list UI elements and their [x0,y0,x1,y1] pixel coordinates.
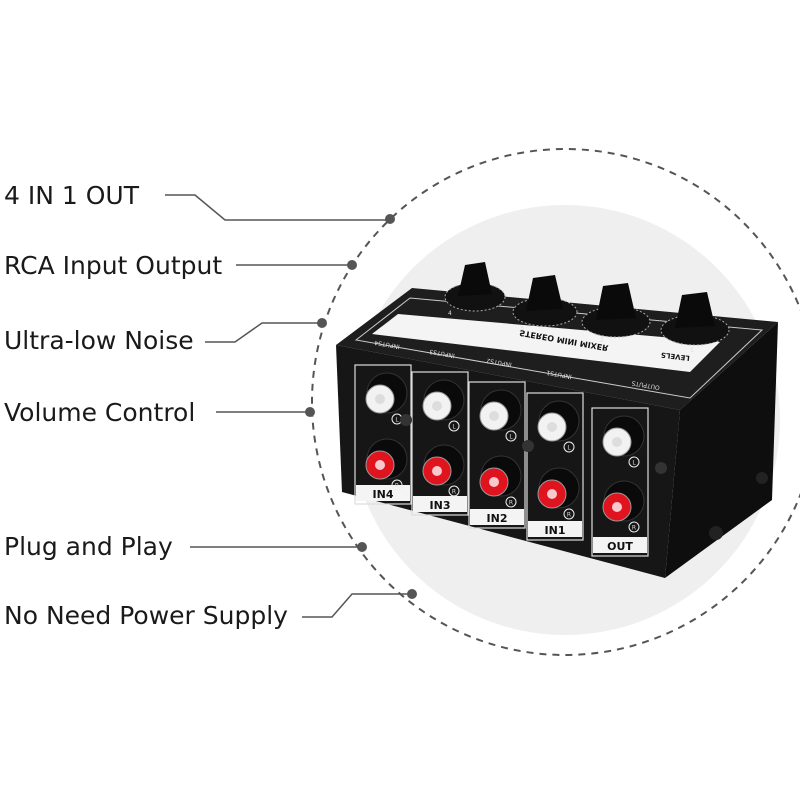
feature-callout-plug: Plug and Play [4,532,367,561]
screw-icon [756,472,768,484]
feature-callout-4in1out: 4 IN 1 OUT [4,181,395,224]
knob-number: 2 [600,337,604,344]
screw-icon [522,440,534,452]
callout-dot [357,542,367,552]
volume-knob-2[interactable]: 2 [581,283,651,344]
feature-label: No Need Power Supply [4,601,288,630]
feature-label: Plug and Play [4,532,173,561]
channel-label-bg [356,485,410,501]
channel-mark: L [509,434,513,441]
channel-label: IN4 [373,488,394,501]
panel-label: INPUTS3 [429,348,456,359]
knob-number: 4 [448,310,452,317]
channel-in2: IN2 L R [468,381,526,529]
channel-mark: R [567,512,571,519]
channel-mark: L [567,445,571,452]
channel-mark: R [452,489,456,496]
channel-mark: R [395,483,399,490]
channel-in4: IN4 L R [354,364,412,505]
channel-mark: R [509,500,513,507]
feature-label: 4 IN 1 OUT [4,181,140,210]
callout-dot [347,260,357,270]
feature-callout-power: No Need Power Supply [4,589,417,630]
volume-knob-4[interactable]: 4 [444,262,506,317]
panel-label: INPUTS1 [546,369,573,380]
channel-mark: L [452,424,456,431]
knob-number: 1 [690,347,694,354]
channel-label: OUT [607,540,633,553]
volume-knob-3[interactable]: 3 [512,275,578,332]
channel-mark: L [395,417,399,424]
channel-label-bg [528,521,582,537]
feature-callout-volume: Volume Control [4,398,315,427]
panel-label-strip [372,314,720,372]
feature-callout-rca: RCA Input Output [4,251,357,280]
feature-label: RCA Input Output [4,251,222,280]
levels-label: LEVELS [661,350,691,361]
channel-frame [526,392,584,541]
callout-dot [407,589,417,599]
callout-dot [305,407,315,417]
channel-label: IN1 [545,524,566,537]
volume-knob-1[interactable]: 1 [660,292,730,354]
panel-label: OUTPUTS [631,379,660,391]
stereo-mini-mixer: STEREO MINI MIXER LEVELS INPUTS4 INPUTS3… [336,262,778,578]
callout-dot [317,318,327,328]
channel-in3: IN3 L R [411,371,469,516]
feature-label: Ultra-low Noise [4,326,194,355]
feature-label: Volume Control [4,398,195,427]
screw-icon [655,462,667,474]
screw-icon [400,414,412,426]
dashed-circle [311,148,800,656]
callout-dot [385,214,395,224]
channel-in1: IN1 L R [526,392,584,541]
channel-frame [354,364,412,505]
channel-label: IN3 [430,499,451,512]
channel-frame [468,381,526,529]
screw-icon [709,526,723,540]
channel-frame [411,371,469,516]
channel-out: OUT L R [591,407,649,557]
channel-label: IN2 [487,512,508,525]
channel-label-bg [470,509,524,525]
channel-mark: L [632,460,636,467]
feature-callout-noise: Ultra-low Noise [4,318,327,355]
knob-number: 3 [520,325,524,332]
device-side [665,322,778,578]
channel-label-bg [413,496,467,512]
panel-label: INPUTS2 [486,357,513,368]
channel-label-bg [593,537,647,553]
channel-mark: R [632,525,636,532]
panel-label: INPUTS4 [374,339,401,350]
channel-frame [591,407,649,557]
